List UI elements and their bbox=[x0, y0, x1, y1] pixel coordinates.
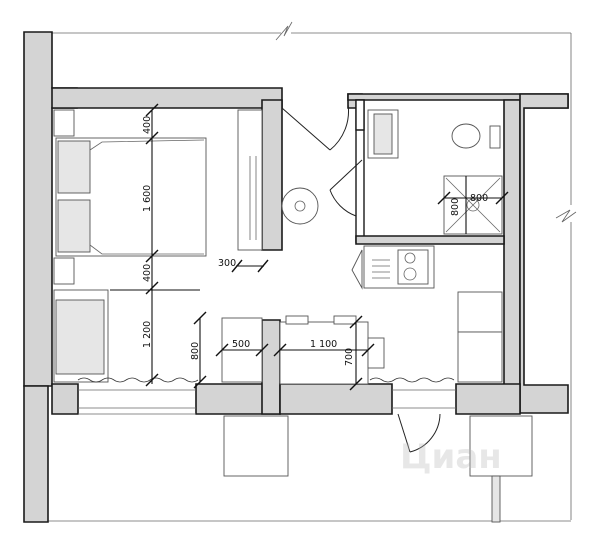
bathroom-sink bbox=[367, 109, 399, 159]
dim-bed-length: 1 600 bbox=[142, 185, 153, 212]
dim-sofa-zone: 1 200 bbox=[142, 321, 153, 348]
shower bbox=[443, 175, 503, 235]
nightstand bbox=[53, 109, 75, 285]
windows bbox=[78, 389, 456, 415]
dim-desk-height: 800 bbox=[190, 342, 201, 360]
exterior-elements bbox=[223, 415, 533, 523]
curtains bbox=[77, 377, 455, 383]
building-outline bbox=[48, 21, 577, 522]
dim-bed-bottom-gap: 400 bbox=[142, 264, 153, 282]
dimension-labels: 400 1 600 400 1 200 300 800 500 1 100 70… bbox=[142, 116, 488, 366]
dim-table-width: 1 100 bbox=[310, 339, 337, 350]
round-table bbox=[281, 187, 319, 225]
sofa bbox=[53, 289, 109, 383]
bed bbox=[55, 137, 207, 257]
wardrobe bbox=[237, 109, 263, 251]
dim-desk-width: 500 bbox=[232, 339, 250, 350]
toilet bbox=[451, 123, 501, 149]
dim-wardrobe-depth: 300 bbox=[218, 258, 236, 269]
dimension-lines bbox=[110, 103, 509, 391]
dim-bed-top-gap: 400 bbox=[142, 116, 153, 134]
watermark: Циан bbox=[400, 437, 502, 477]
fridge bbox=[457, 291, 503, 383]
doors bbox=[281, 103, 441, 453]
kitchen-counter bbox=[351, 245, 435, 290]
dim-shower-depth: 800 bbox=[450, 198, 461, 216]
dim-table-depth: 700 bbox=[344, 348, 355, 366]
dim-shower-width: 800 bbox=[470, 193, 488, 204]
